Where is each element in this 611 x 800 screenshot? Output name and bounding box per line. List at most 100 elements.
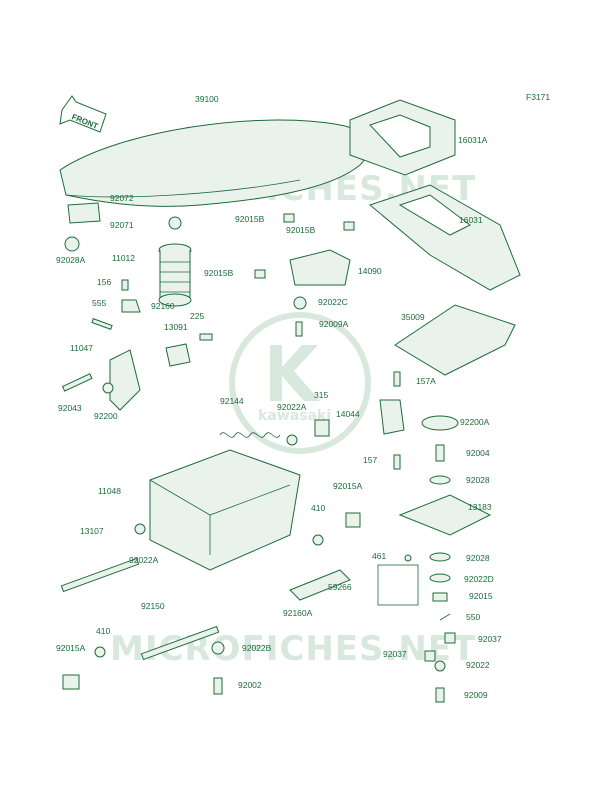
nut-92015B-c xyxy=(254,269,266,279)
grommet-92028A xyxy=(64,236,80,252)
part-label-92037: 92037 xyxy=(478,634,502,644)
part-label-16031: 16031 xyxy=(459,215,483,225)
fender-39100 xyxy=(59,119,369,224)
nut-92015 xyxy=(432,592,448,602)
bolt-13107 xyxy=(60,557,140,593)
nut-92015A xyxy=(345,512,361,528)
washer-92028-b xyxy=(429,552,451,562)
figure-code: F3171 xyxy=(526,92,550,102)
part-label-92004: 92004 xyxy=(466,448,490,458)
washer-92022D xyxy=(429,573,451,583)
part-label-92200: 92200 xyxy=(94,411,118,421)
part-label-92043: 92043 xyxy=(58,403,82,413)
part-label-92022: 92022 xyxy=(466,660,490,670)
washer-92022A-b xyxy=(134,523,146,535)
washer-410-a xyxy=(312,534,324,546)
part-label-156: 156 xyxy=(97,277,111,287)
bracket-11047 xyxy=(109,349,141,411)
part-label-92022a: 92022A xyxy=(129,555,159,565)
part-label-315: 315 xyxy=(314,390,328,400)
washer-92022B xyxy=(211,641,225,655)
bolt-225 xyxy=(199,333,213,341)
part-label-13091: 13091 xyxy=(164,322,188,332)
part-label-92072: 92072 xyxy=(110,193,134,203)
seat-part-16031A xyxy=(349,99,456,176)
part-label-92015: 92015 xyxy=(469,591,493,601)
pin-555 xyxy=(91,318,113,330)
part-label-11047: 11047 xyxy=(70,343,93,353)
collar-315 xyxy=(314,419,330,437)
damper-92160A xyxy=(289,569,351,601)
bolt-92009 xyxy=(435,687,445,703)
washer-92200A xyxy=(421,415,459,431)
lever-14044 xyxy=(379,399,405,435)
part-label-14044: 14044 xyxy=(336,409,360,419)
box-11048 xyxy=(149,449,301,571)
part-label-410: 410 xyxy=(311,503,325,513)
part-label-92015a: 92015A xyxy=(56,643,86,653)
bellows-boot-11012 xyxy=(158,243,192,307)
clip-92037-b xyxy=(424,650,436,662)
pin-92043 xyxy=(61,373,93,392)
washer-461 xyxy=(404,554,412,562)
bolt-157 xyxy=(393,454,401,470)
part-label-157: 157 xyxy=(363,455,377,465)
part-label-14090: 14090 xyxy=(358,266,382,276)
bolt-156 xyxy=(121,279,129,291)
bracket-13091 xyxy=(165,343,191,367)
plate-13183 xyxy=(398,494,492,536)
spring-92144 xyxy=(219,432,281,438)
nut-92015B-a xyxy=(283,213,295,223)
part-label-92015b: 92015B xyxy=(286,225,316,235)
plate-35009 xyxy=(394,304,516,376)
part-label-92160a: 92160A xyxy=(283,608,313,618)
part-label-92028: 92028 xyxy=(466,553,490,563)
part-label-92015b: 92015B xyxy=(204,268,234,278)
damper-92160 xyxy=(121,299,141,313)
part-label-92009a: 92009A xyxy=(319,319,349,329)
washer-92022C xyxy=(293,296,307,310)
part-label-92022a: 92022A xyxy=(277,402,307,412)
bolt-157A xyxy=(393,371,401,387)
bolt-92009A xyxy=(295,321,303,337)
part-label-92015a: 92015A xyxy=(333,481,363,491)
nut-92015A-b xyxy=(62,674,80,690)
part-label-410: 410 xyxy=(96,626,110,636)
clip-550 xyxy=(439,613,451,621)
part-label-92022d: 92022D xyxy=(464,574,494,584)
part-label-13107: 13107 xyxy=(80,526,104,536)
part-label-92037: 92037 xyxy=(383,649,407,659)
part-label-59266: 59266 xyxy=(328,582,352,592)
part-label-92071: 92071 xyxy=(110,220,134,230)
part-label-461: 461 xyxy=(372,551,386,561)
bolt-92004 xyxy=(435,444,445,462)
part-label-92028: 92028 xyxy=(466,475,490,485)
part-label-92002: 92002 xyxy=(238,680,262,690)
kit-59266 xyxy=(377,564,419,606)
seat-part-16031 xyxy=(368,184,521,291)
grommet-92071 xyxy=(168,216,182,230)
part-label-550: 550 xyxy=(466,612,480,622)
part-label-92015b: 92015B xyxy=(235,214,265,224)
watermark-logo-text: kawasaki xyxy=(258,408,331,424)
part-label-92200a: 92200A xyxy=(460,417,490,427)
part-label-92160: 92160 xyxy=(151,301,175,311)
part-label-92144: 92144 xyxy=(220,396,244,406)
washer-92028 xyxy=(429,475,451,485)
part-label-11048: 11048 xyxy=(98,486,121,496)
part-label-92022c: 92022C xyxy=(318,297,348,307)
watermark-logo: kawasaki xyxy=(229,312,371,454)
front-arrow-icon: FRONT xyxy=(59,95,107,133)
clip-92037-a xyxy=(444,632,456,644)
part-label-157a: 157A xyxy=(416,376,436,386)
bracket-14090 xyxy=(289,249,351,286)
washer-92200 xyxy=(102,382,114,394)
part-label-13183: 13183 xyxy=(468,502,492,512)
part-label-92150: 92150 xyxy=(141,601,165,611)
part-label-16031a: 16031A xyxy=(458,135,488,145)
nut-92015B-b xyxy=(343,221,355,231)
washer-92022A xyxy=(286,434,298,446)
part-label-225: 225 xyxy=(190,311,204,321)
part-labels: 3910016031A92072160319207192015B92015B92… xyxy=(56,94,502,700)
